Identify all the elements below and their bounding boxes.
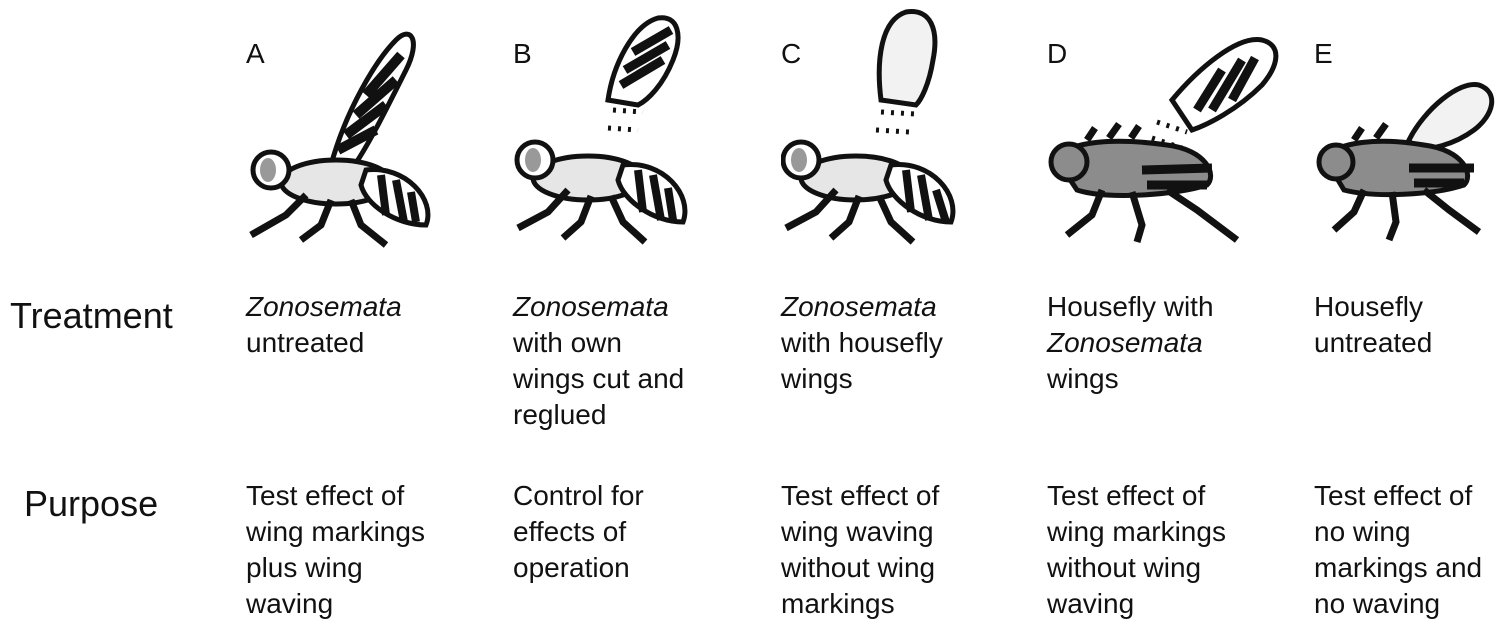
treatment-line: with housefly xyxy=(781,325,1031,361)
purpose-line: no waving xyxy=(1314,586,1511,622)
purpose-line: wing markings xyxy=(246,514,496,550)
purpose-line: effects of xyxy=(513,514,763,550)
purpose-line: Test effect of xyxy=(246,478,496,514)
treatment-line: Zonosemata xyxy=(513,289,763,325)
purpose-line: markings and xyxy=(1314,550,1511,586)
purpose-line: wing waving xyxy=(781,514,1031,550)
treatment-line: Zonosemata xyxy=(1047,325,1297,361)
treatment-line: with own xyxy=(513,325,763,361)
housefly-illustration xyxy=(1314,0,1511,260)
purpose-text: Test effect of no wing markings and no w… xyxy=(1314,478,1511,622)
purpose-text: Test effect of wing waving without wing … xyxy=(781,478,1031,622)
purpose-line: waving xyxy=(246,586,496,622)
purpose-line: no wing xyxy=(1314,514,1511,550)
zonosemata-fly-reglued-illustration xyxy=(513,0,763,260)
purpose-line: without wing xyxy=(781,550,1031,586)
housefly-zonosemata-wings-illustration xyxy=(1047,0,1297,260)
treatment-text: Housefly untreated xyxy=(1314,289,1511,361)
column-b: B Zonosemata with own wings cut and regl… xyxy=(513,0,763,629)
treatment-text: Zonosemata with housefly wings xyxy=(781,289,1031,397)
zonosemata-fly-housefly-wings-illustration xyxy=(781,0,1031,260)
purpose-line: Test effect of xyxy=(1314,478,1511,514)
row-label-purpose: Purpose xyxy=(24,484,158,524)
treatment-line: Zonosemata xyxy=(246,289,496,325)
purpose-line: operation xyxy=(513,550,763,586)
purpose-line: plus wing xyxy=(246,550,496,586)
treatment-line: untreated xyxy=(1314,325,1511,361)
treatment-line: reglued xyxy=(513,397,763,433)
treatment-line: wings xyxy=(781,361,1031,397)
column-e: E Housefly untreated Test effect of no w… xyxy=(1314,0,1511,629)
purpose-text: Control for effects of operation xyxy=(513,478,763,586)
purpose-text: Test effect of wing markings plus wing w… xyxy=(246,478,496,622)
purpose-line: Test effect of xyxy=(781,478,1031,514)
purpose-line: Control for xyxy=(513,478,763,514)
treatment-line: untreated xyxy=(246,325,496,361)
treatment-line: Housefly xyxy=(1314,289,1511,325)
purpose-line: Test effect of xyxy=(1047,478,1297,514)
treatment-line: wings cut and xyxy=(513,361,763,397)
purpose-line: wing markings xyxy=(1047,514,1297,550)
treatment-text: Zonosemata untreated xyxy=(246,289,496,361)
treatment-text: Housefly with Zonosemata wings xyxy=(1047,289,1297,397)
column-c: C Zonosemata with housefly wings Test ef… xyxy=(781,0,1031,629)
treatment-line: Zonosemata xyxy=(781,289,1031,325)
treatment-line: wings xyxy=(1047,361,1297,397)
purpose-line: without wing xyxy=(1047,550,1297,586)
purpose-line: waving xyxy=(1047,586,1297,622)
column-d: D Housefly with Zonosemata wings Test ef… xyxy=(1047,0,1297,629)
column-a: A Zonosemata untreated Test effect of wi… xyxy=(246,0,496,629)
treatment-line: Housefly with xyxy=(1047,289,1297,325)
purpose-text: Test effect of wing markings without win… xyxy=(1047,478,1297,622)
row-label-treatment: Treatment xyxy=(10,296,173,336)
zonosemata-fly-illustration xyxy=(246,0,496,260)
treatment-text: Zonosemata with own wings cut and reglue… xyxy=(513,289,763,433)
purpose-line: markings xyxy=(781,586,1031,622)
